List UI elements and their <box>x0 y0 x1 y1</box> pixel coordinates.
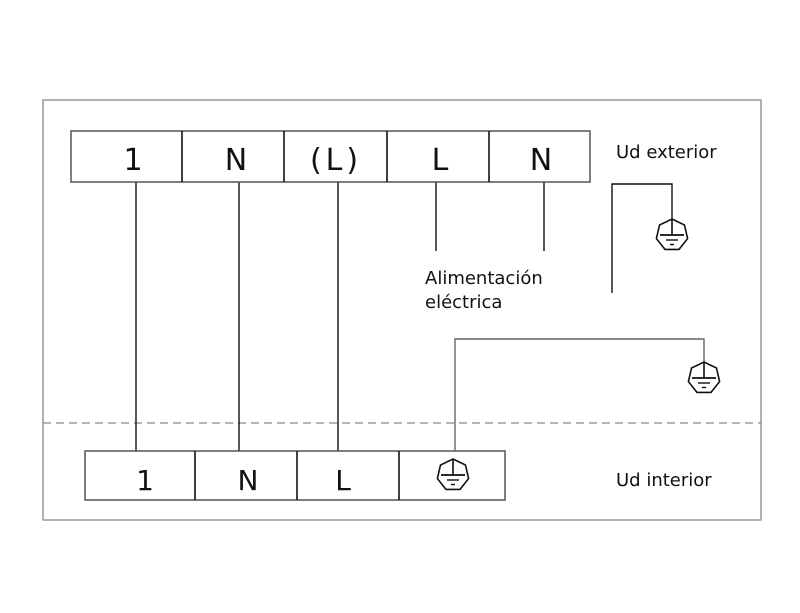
outdoor-terminal-1: 1 <box>123 143 142 178</box>
wires <box>135 182 705 459</box>
outdoor-unit-label: Ud exterior <box>616 142 717 163</box>
power-supply-label-line2: eléctrica <box>425 292 502 313</box>
outdoor-terminal-block: 1 N (L) L N <box>70 130 591 183</box>
indoor-ground-icon <box>687 361 721 394</box>
outdoor-terminal-n: N <box>225 143 247 178</box>
power-supply-label-line1: Alimentación <box>425 268 543 289</box>
outdoor-terminal-l: L <box>432 143 449 178</box>
indoor-terminal-n: N <box>238 464 259 497</box>
indoor-terminal-l: L <box>335 464 351 497</box>
enclosure-frame <box>42 99 762 521</box>
outdoor-terminal-n2: N <box>530 143 552 178</box>
indoor-terminal-1: 1 <box>136 464 154 497</box>
outdoor-ground-icon <box>655 218 689 251</box>
indoor-terminal-ground-icon <box>436 458 470 491</box>
indoor-terminal-block: 1 N L <box>84 450 506 501</box>
outdoor-ground-wire <box>611 183 673 293</box>
outdoor-terminal-l-bracket: (L) <box>310 143 362 178</box>
indoor-ground-wire <box>454 338 705 459</box>
indoor-unit-label: Ud interior <box>616 470 712 491</box>
